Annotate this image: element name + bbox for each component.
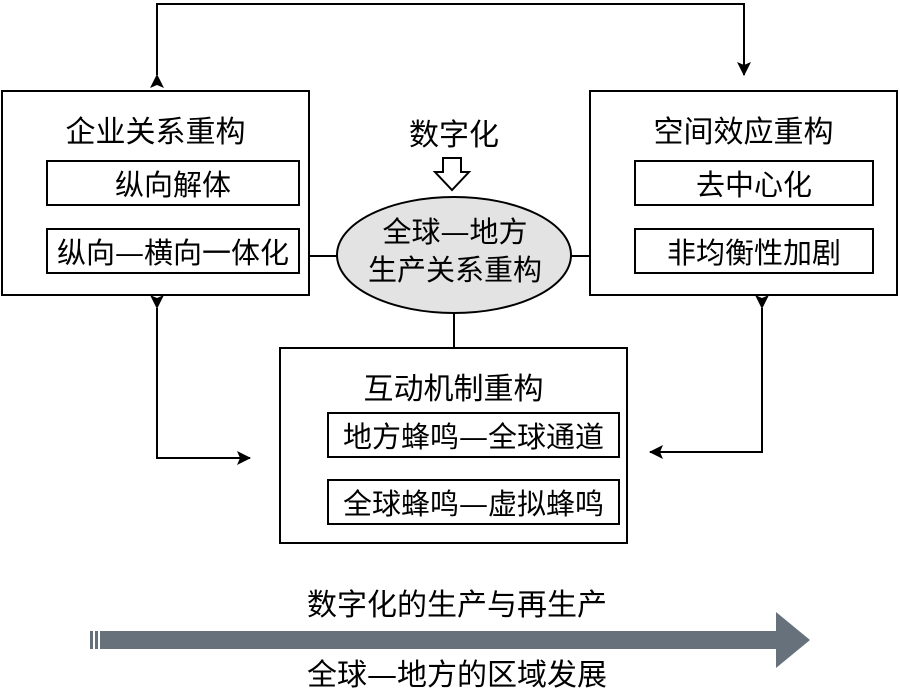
regional-development-label: 全球—地方的区域发展 [307, 658, 607, 693]
enterprise-relation-title: 企业关系重构 [65, 115, 246, 150]
production-reproduction-label: 数字化的生产与再生产 [307, 588, 607, 623]
local-buzz-global-pipeline-box: 地方蜂鸣—全球通道 [327, 412, 620, 458]
center-line1: 全球—地方 [382, 215, 528, 249]
digitalization-label: 数字化 [409, 118, 499, 153]
global-buzz-virtual-buzz-box: 全球蜂鸣—虚拟蜂鸣 [327, 479, 620, 525]
spatial-effect-title: 空间效应重构 [653, 115, 834, 150]
center-line2: 生产关系重构 [367, 253, 542, 287]
development-arrow-icon [90, 612, 810, 668]
center-ellipse [336, 196, 572, 314]
vertical-disintegration-box: 纵向解体 [46, 160, 300, 206]
hollow-down-arrow-icon [432, 157, 472, 192]
left-to-bottom-arrow [150, 295, 251, 465]
decentralization-box: 去中心化 [634, 160, 874, 206]
right-to-bottom-arrow [649, 295, 769, 459]
vertical-horizontal-integration-box: 纵向—横向一体化 [46, 228, 300, 274]
interaction-mechanism-title: 互动机制重构 [363, 372, 544, 407]
imbalance-intensified-box: 非均衡性加剧 [634, 228, 874, 274]
top-bracket-arrow [150, 3, 751, 88]
center-ellipse-text: 全球—地方 生产关系重构 [330, 213, 580, 289]
